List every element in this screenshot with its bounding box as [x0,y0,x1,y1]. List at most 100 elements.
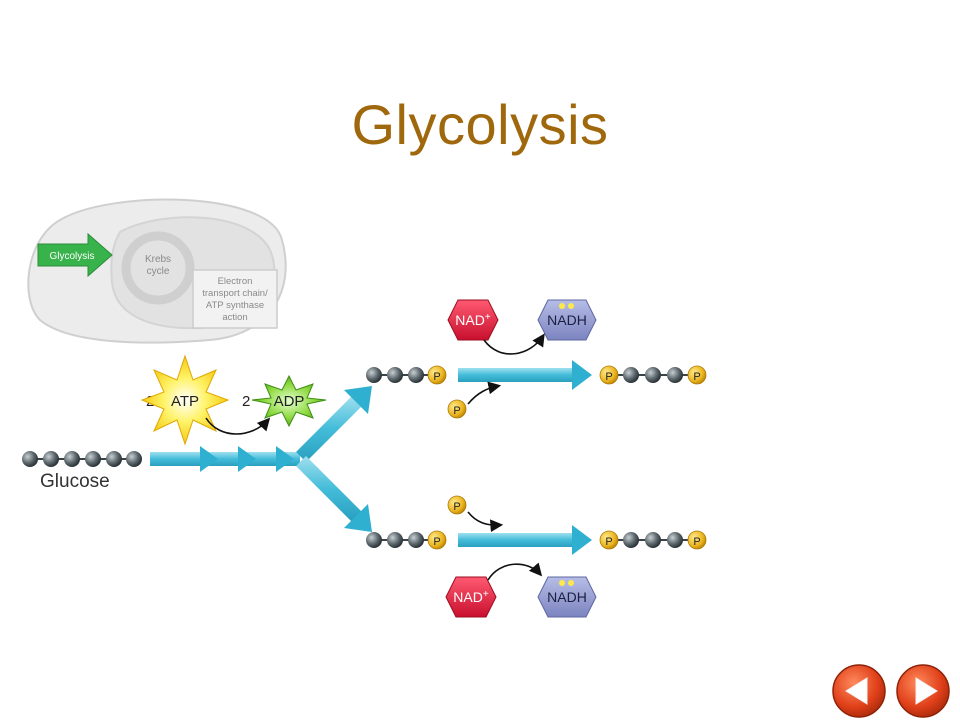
pathway-arrows [150,360,592,555]
phosphate-in-arrow-upper [467,381,502,405]
atp-to-adp-arrow [205,417,271,435]
carbon-ball [85,451,101,467]
upper-nad: NAD+ [447,299,499,341]
phosphate [599,530,619,550]
carbon-ball [43,451,59,467]
krebs-label-line1: Krebs [145,254,171,265]
phosphate-label: P [453,501,460,513]
carbon-ball [408,367,424,383]
carbon-ball [408,532,424,548]
svg-text:NAD+: NAD+ [453,589,489,605]
upper-free-phosphate: P [447,399,467,419]
electron-dot [568,303,574,309]
phosphate [599,365,619,385]
next-slide-button[interactable] [894,663,952,719]
carbon-ball [645,367,661,383]
carbon-ball [366,367,382,383]
carbon-ball [645,532,661,548]
phosphate-label: P [433,371,440,383]
upper-3c-phosphate: P [366,365,447,385]
adp-count: 2 [242,393,250,410]
split-arrow-up-head [344,386,372,414]
cell-overview: Krebs cycle Electron transport chain/ AT… [27,198,287,344]
phosphate-in-arrow-lower [467,511,504,533]
upper-arrow-bar [458,368,574,382]
split-arrow-down-head [344,504,372,532]
lower-nad: NAD+ [445,576,497,618]
carbon-ball [623,367,639,383]
lower-free-phosphate: P [447,495,467,515]
nadh-hexagon [537,576,597,618]
arrow-head-2 [238,446,256,472]
carbon-ball [64,451,80,467]
svg-text:NAD+: NAD+ [455,312,491,328]
phosphate [447,399,467,419]
carbon-ball [126,451,142,467]
carbon-ball [106,451,122,467]
phosphate-label: P [605,371,612,383]
phosphate [447,495,467,515]
split-arrow-up [296,396,362,462]
arrow-head-3 [276,446,294,472]
adp-burst [251,374,327,428]
atp-burst [140,354,230,446]
nadh-hexagon [537,299,597,341]
nad-charge: + [485,312,491,323]
slide-title: Glycolysis [351,93,609,156]
phosphate-label: P [433,536,440,548]
phosphate-label: P [693,536,700,548]
carbon-ball [667,532,683,548]
carbon-ball [22,451,38,467]
nad-hexagon [445,576,497,618]
triangle-left-icon [832,664,886,718]
etc-label-line4: action [222,312,247,323]
lower-product: P P [599,530,707,550]
arrow-head-1 [200,446,218,472]
glycolysis-arrow-label: Glycolysis [49,251,94,262]
adp-label: ADP [274,393,305,410]
glucose-molecule [22,451,142,467]
lower-nadh: NADH [537,576,597,618]
nad-to-nadh-arrow-lower [487,562,543,581]
nad-to-nadh-arrow [483,333,545,355]
krebs-ring [121,231,195,305]
phosphate [427,530,447,550]
nadh-label: NADH [547,589,587,605]
etc-label-line1: Electron [218,276,253,287]
etc-label-line3: ATP synthase [206,300,264,311]
upper-nadh: NADH [537,299,597,341]
electron-dot [559,580,565,586]
electron-dot [559,303,565,309]
upper-product: P P [599,365,707,385]
carbon-ball [387,367,403,383]
phosphate-label: P [453,405,460,417]
previous-slide-button[interactable] [830,663,888,719]
phosphate [687,530,707,550]
triangle-right-icon [896,664,950,718]
upper-arrow-head [572,360,592,390]
lower-3c-phosphate: P [366,530,447,550]
carbon-ball [623,532,639,548]
etc-box [192,269,278,329]
nad-label: NAD [453,589,483,605]
lower-arrow-bar [458,533,574,547]
glucose-arrow-bar [150,452,300,466]
carbon-ball [667,367,683,383]
etc-label-line2: transport chain/ [202,288,268,299]
carbon-ball [366,532,382,548]
glucose-label: Glucose [40,471,110,492]
atp-label: ATP [171,393,199,410]
phosphate [427,365,447,385]
lower-arrow-head [572,525,592,555]
glycolysis-arrow [37,232,113,278]
phosphate-label: P [605,536,612,548]
krebs-label-line2: cycle [147,266,170,277]
nad-label: NAD [455,312,485,328]
split-arrow-down [296,456,362,522]
phosphate-label: P [693,371,700,383]
nadh-label: NADH [547,312,587,328]
nad-hexagon [447,299,499,341]
nad-charge: + [483,589,489,600]
carbon-ball [387,532,403,548]
